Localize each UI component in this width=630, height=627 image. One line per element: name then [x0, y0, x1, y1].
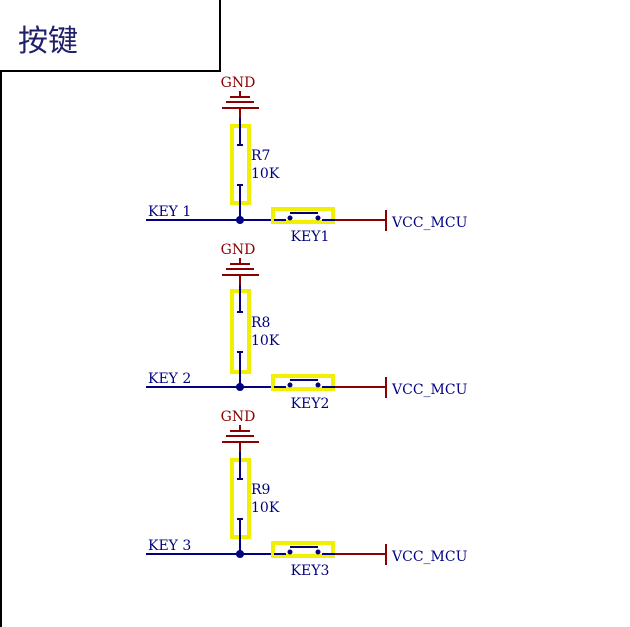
switch-contact-left	[287, 382, 293, 388]
switch-contact-right	[315, 215, 321, 221]
title-block: 按键	[0, 0, 221, 72]
switch-designator: KEY3	[291, 563, 330, 579]
net-label: KEY 3	[148, 538, 191, 554]
net-label: KEY 2	[148, 371, 191, 387]
vcc-label: VCC_MCU	[391, 215, 468, 231]
resistor-body	[237, 452, 243, 554]
gnd-label: GND	[221, 242, 256, 258]
resistor-designator: R7	[251, 148, 270, 164]
switch-body	[274, 379, 335, 388]
resistor-value: 10K	[251, 333, 280, 349]
resistor-body	[237, 118, 243, 220]
sheet-left-border	[0, 72, 2, 627]
key-circuit-3: GND R9 10K KEY 3 KEY3	[146, 409, 468, 579]
switch-contact-left	[287, 549, 293, 555]
switch-designator: KEY1	[291, 229, 330, 245]
gnd-symbol	[222, 91, 259, 118]
gnd-label: GND	[221, 409, 256, 425]
vcc-label: VCC_MCU	[391, 382, 468, 398]
switch-contact-right	[315, 382, 321, 388]
vcc-port-symbol	[335, 210, 387, 231]
vcc-port-symbol	[335, 544, 387, 565]
resistor-designator: R8	[251, 315, 270, 331]
net-label: KEY 1	[148, 204, 191, 220]
resistor-value: 10K	[251, 166, 280, 182]
key-circuit-2: GND R8 10K KEY 2 KEY2	[146, 242, 468, 412]
gnd-symbol	[222, 425, 259, 452]
switch-body	[274, 546, 335, 555]
switch-contact-left	[287, 215, 293, 221]
switch-highlight	[271, 374, 335, 391]
resistor-body	[237, 285, 243, 387]
junction-dot	[236, 383, 244, 391]
resistor-designator: R9	[251, 482, 270, 498]
switch-contact-right	[315, 549, 321, 555]
switch-highlight	[271, 541, 335, 558]
junction-dot	[236, 550, 244, 558]
key-circuit-1: GND R7 10K KEY 1 KEY1	[146, 75, 468, 245]
gnd-symbol	[222, 258, 259, 285]
junction-dot	[236, 216, 244, 224]
switch-designator: KEY2	[291, 396, 330, 412]
vcc-label: VCC_MCU	[391, 549, 468, 565]
switch-body	[274, 212, 335, 221]
switch-highlight	[271, 207, 335, 224]
vcc-port-symbol	[335, 377, 387, 398]
sheet-title: 按键	[18, 24, 78, 59]
resistor-value: 10K	[251, 500, 280, 516]
gnd-label: GND	[221, 75, 256, 91]
